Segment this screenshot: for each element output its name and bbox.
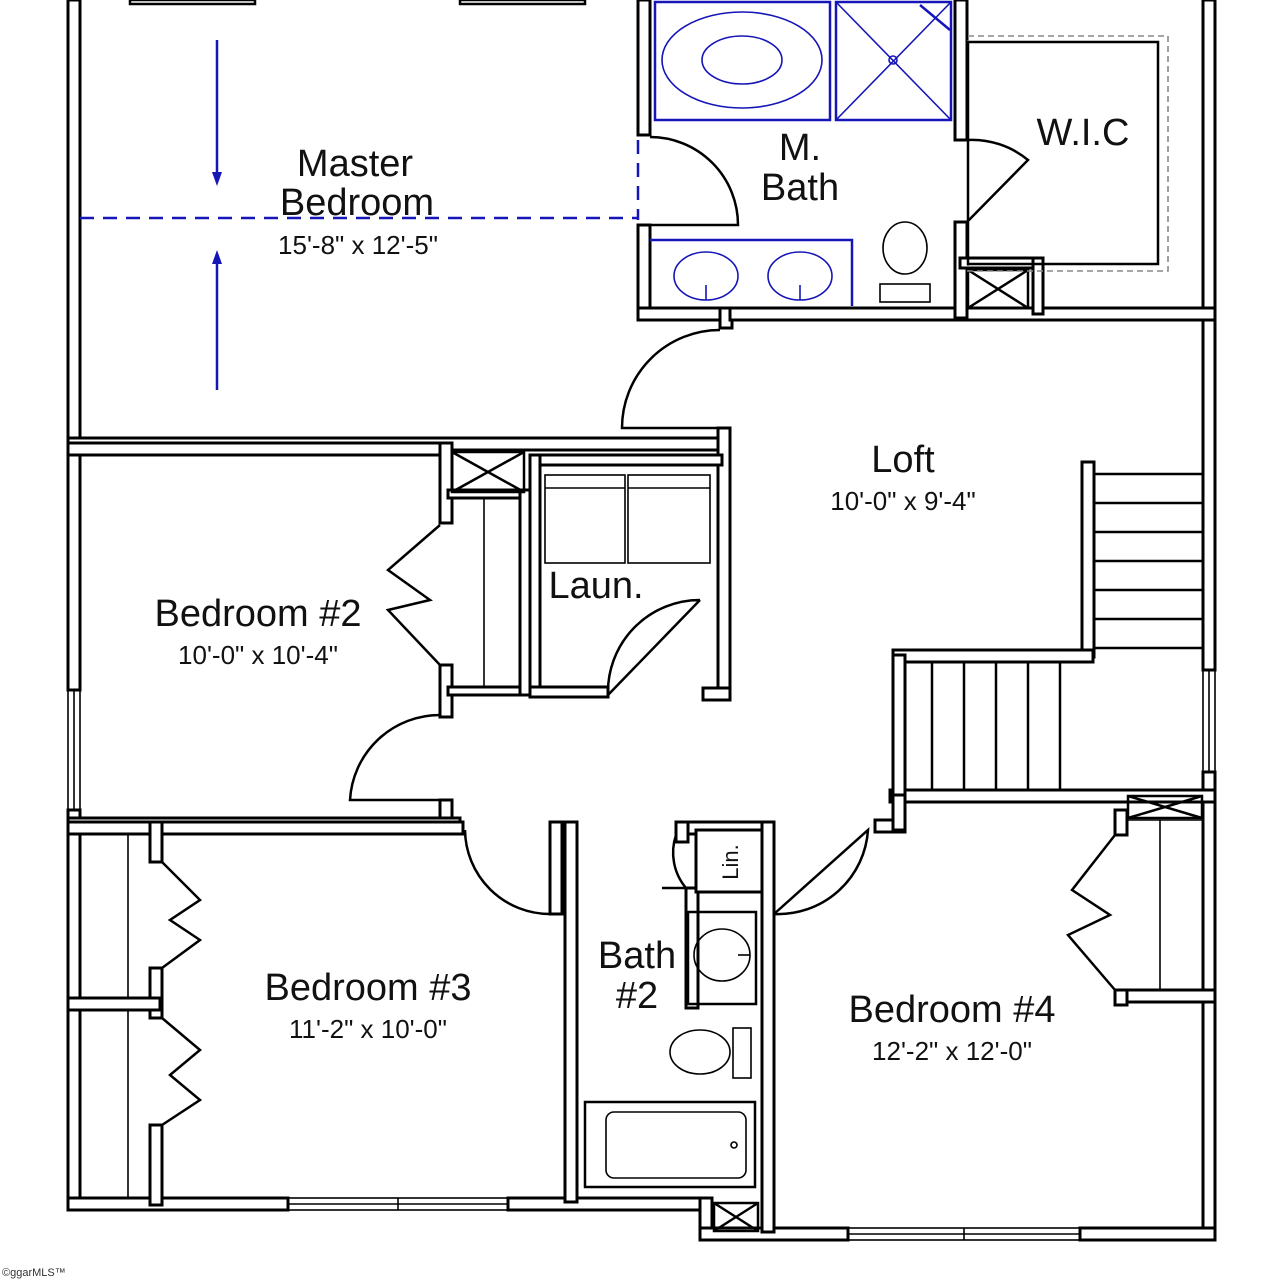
linen-label: Lin. (718, 844, 743, 879)
loft-dims: 10'-0" x 9'-4" (830, 486, 975, 516)
bedroom2-label: Bedroom #2 (154, 593, 361, 635)
tray-ceiling (80, 0, 640, 390)
tub (653, 0, 832, 122)
master-bath-label: M. (779, 127, 821, 169)
closet-doors (127, 498, 1203, 1198)
master-bath-label-2: Bath (761, 167, 839, 209)
bedroom3-dims: 11'-2" x 10'-0" (289, 1014, 447, 1044)
stairs (891, 460, 1203, 797)
chase-boxes (450, 268, 1204, 1233)
bedroom4-dims: 12'-2" x 12'-0" (872, 1036, 1032, 1066)
loft-label: Loft (871, 439, 935, 481)
washer-dryer (544, 474, 711, 564)
bath2-fixtures (583, 910, 758, 1189)
master-bedroom-label: Master (297, 143, 413, 185)
watermark: ©ggarMLS™ (2, 1267, 66, 1279)
bath2-tub (583, 1100, 757, 1189)
bedroom4-label: Bedroom #4 (848, 989, 1055, 1031)
master-bath-fixtures (650, 0, 953, 306)
wic-inner (966, 40, 1160, 266)
wic-label: W.I.C (1037, 112, 1130, 154)
master-bedroom-label-2: Bedroom (280, 182, 434, 224)
doors (348, 135, 1030, 916)
walls (66, 0, 1217, 1242)
vanity (650, 238, 854, 306)
bath2-label: Bath (598, 935, 676, 977)
bath2-label-2: #2 (616, 975, 658, 1017)
laundry-label: Laun. (548, 565, 643, 607)
bedroom3-label: Bedroom #3 (264, 967, 471, 1009)
bedroom2-dims: 10'-0" x 10'-4" (178, 640, 338, 670)
master-bedroom-dims: 15'-8" x 12'-5" (278, 230, 438, 260)
shower (834, 0, 953, 122)
room-labels: Master Bedroom 15'-8" x 12'-5" M. Bath W… (154, 112, 1129, 1066)
bath2-toilet-icon (669, 1029, 731, 1075)
master-toilet-icon (879, 221, 931, 303)
windows (67, 669, 1216, 1241)
